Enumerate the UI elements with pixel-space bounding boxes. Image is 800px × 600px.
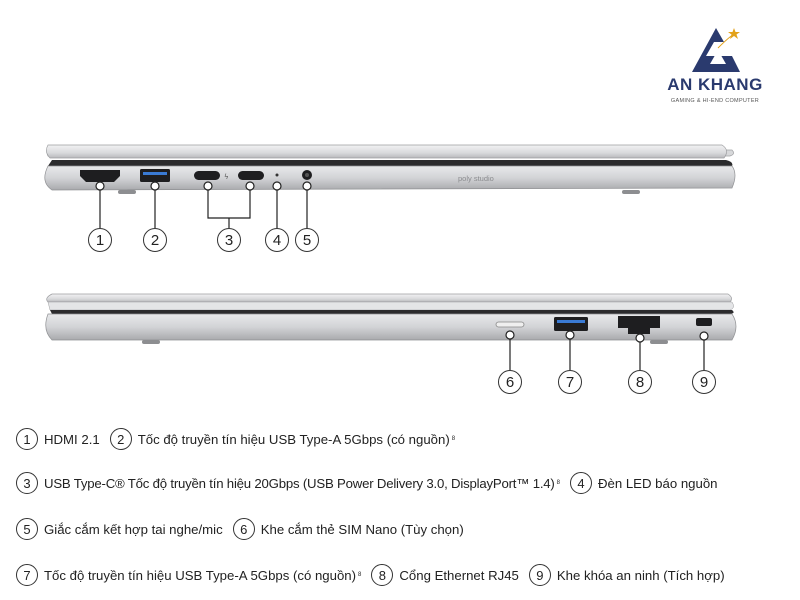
legend-row-1: 1 HDMI 2.1 2 Tốc độ truyền tín hiệu USB … — [16, 427, 455, 451]
legend-text: Khe cắm thẻ SIM Nano (Tùy chọn) — [260, 521, 464, 537]
legend-row-4: 7 Tốc độ truyền tín hiệu USB Type-A 5Gbp… — [16, 563, 725, 587]
usb-a-port — [140, 169, 170, 182]
legend-text: Khe khóa an ninh (Tích hợp) — [556, 567, 725, 583]
brand-logo: AN KHANG GAMING & HI-END COMPUTER — [660, 20, 770, 110]
usb-a-port-right — [554, 317, 588, 331]
svg-text:ϟ: ϟ — [224, 173, 229, 181]
callout-1: 1 — [88, 228, 112, 252]
legend-text: Tốc độ truyền tín hiệu USB Type-A 5Gbps … — [44, 567, 357, 583]
footnote-ref: 8 — [451, 436, 456, 442]
usb-c-port-1 — [194, 171, 220, 180]
legend-row-2: 3 USB Type-C® Tốc độ truyền tín hiệu 20G… — [16, 471, 718, 495]
mountain-star-icon — [692, 28, 740, 72]
callout-9: 9 — [692, 370, 716, 394]
legend-num: 5 — [16, 518, 38, 540]
legend-num: 1 — [16, 428, 38, 450]
legend-num: 9 — [528, 564, 551, 586]
legend-num: 8 — [371, 564, 394, 586]
sim-slot — [495, 321, 525, 328]
callout-4: 4 — [265, 228, 289, 252]
footnote-ref: 8 — [358, 572, 362, 578]
callout-2: 2 — [143, 228, 167, 252]
legend-num: 6 — [232, 518, 255, 540]
legend-text: Tốc độ truyền tín hiệu USB Type-A 5Gbps … — [137, 431, 450, 447]
legend-row-3: 5 Giắc cắm kết hợp tai nghe/mic 6 Khe cắ… — [16, 517, 464, 541]
callout-5: 5 — [295, 228, 319, 252]
security-lock-slot — [696, 318, 712, 326]
legend-num: 2 — [109, 428, 132, 450]
legend-text: USB Type-C® Tốc độ truyền tín hiệu 20Gbp… — [44, 475, 555, 491]
brand-name: AN KHANG — [667, 75, 763, 94]
callout-6: 6 — [498, 370, 522, 394]
callout-3: 3 — [217, 228, 241, 252]
ethernet-port — [618, 316, 660, 334]
hdmi-port — [80, 170, 120, 182]
usb-c-port-2 — [238, 171, 264, 180]
laptop-left-side-view: poly studio ϟ — [44, 144, 736, 228]
legend-text: Đèn LED báo nguồn — [597, 475, 718, 491]
legend-num: 4 — [569, 472, 592, 494]
lid-brand-label: poly studio — [458, 174, 494, 183]
legend-num: 3 — [16, 472, 38, 494]
footnote-ref: 8 — [556, 480, 560, 486]
legend-text: Giắc cắm kết hợp tai nghe/mic — [44, 521, 223, 537]
callout-8: 8 — [628, 370, 652, 394]
legend-text: Cổng Ethernet RJ45 — [399, 567, 519, 583]
callout-7: 7 — [558, 370, 582, 394]
legend-num: 7 — [16, 564, 38, 586]
brand-tagline: GAMING & HI-END COMPUTER — [670, 98, 760, 104]
legend-text: HDMI 2.1 — [44, 431, 100, 447]
laptop-right-side-view — [45, 293, 737, 370]
power-led — [275, 173, 279, 177]
